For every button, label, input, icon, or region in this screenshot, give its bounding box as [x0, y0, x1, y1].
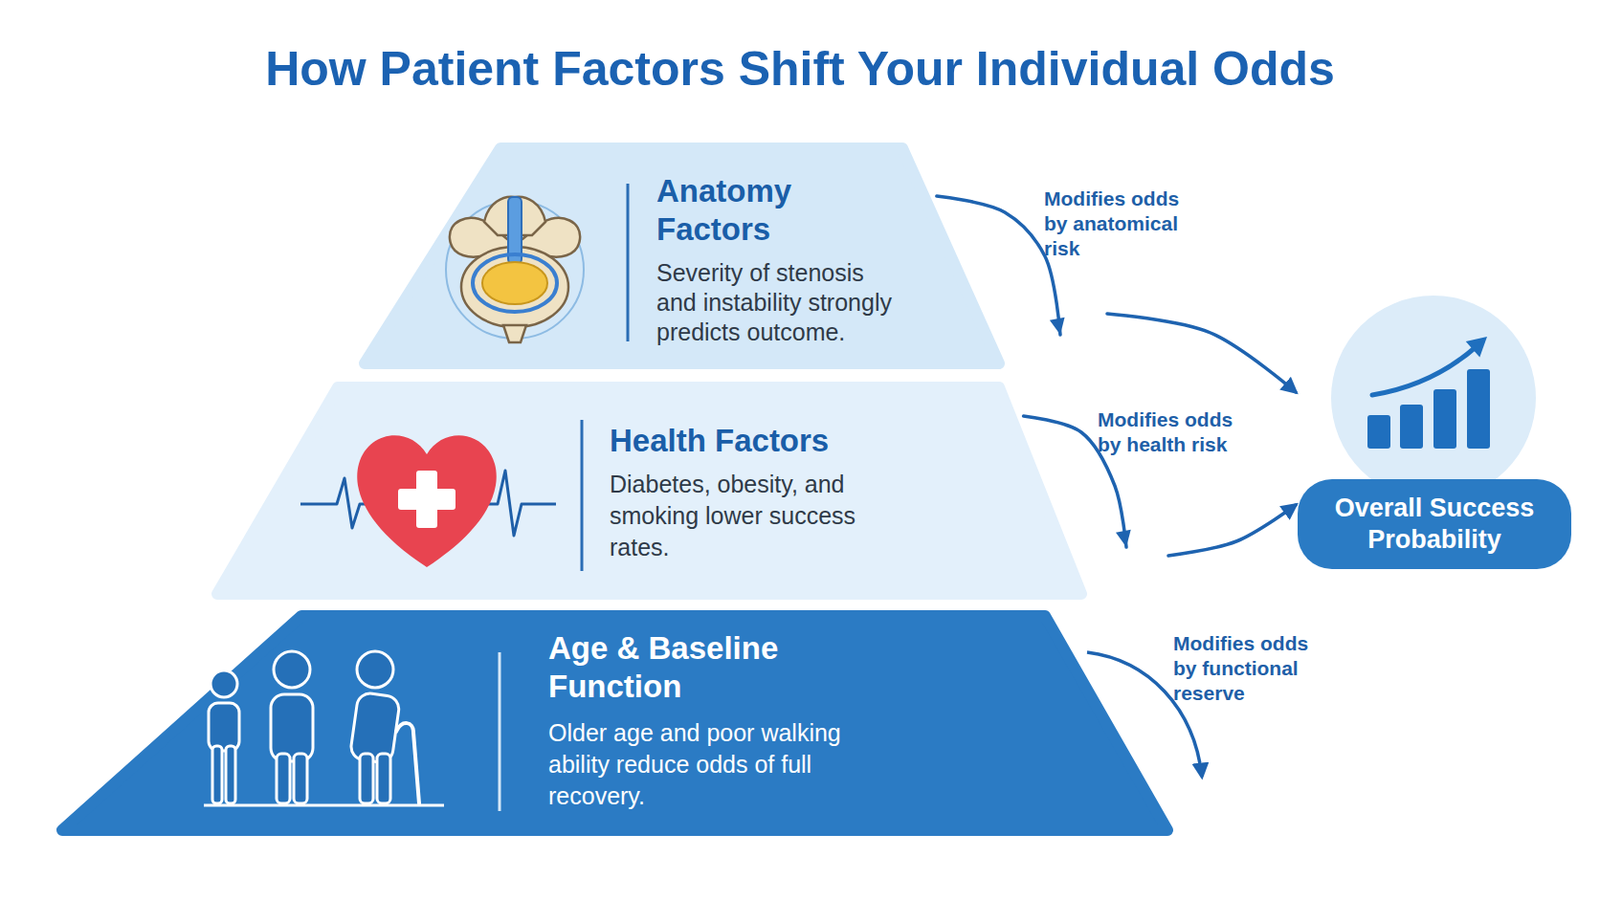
divider-line: [580, 420, 584, 572]
ground-line: [203, 804, 445, 808]
vertebra-arch: [484, 197, 546, 236]
arrow-head: [1049, 317, 1066, 335]
medical-cross: [398, 488, 456, 511]
trapezoid-band: [364, 148, 1000, 364]
vertebra-body: [461, 246, 569, 328]
edge-label: Modifies odds by anatomical risk: [1044, 186, 1196, 262]
outcome-label: Overall Success Probability: [1297, 492, 1572, 556]
arrow-head: [1115, 530, 1132, 548]
outcome-pill: [1297, 479, 1572, 570]
diagram-title: How Patient Factors Shift Your Individua…: [0, 38, 1600, 100]
divider-line: [498, 652, 502, 812]
chart-bar: [1400, 404, 1423, 449]
flow-arrow: [1087, 652, 1202, 778]
annotation-label: Modifies odds by functional reserve: [1173, 631, 1325, 707]
tier-description: Severity of stenosis and instability str…: [656, 258, 901, 348]
person-leg: [225, 746, 236, 804]
pyramid-tier: Age & Baseline FunctionOlder age and poo…: [56, 610, 1174, 837]
person-leg: [377, 754, 391, 804]
person-head: [273, 651, 311, 689]
person-body: [349, 691, 400, 764]
flow-arrow: [936, 196, 1296, 393]
spinal-disc: [482, 262, 548, 305]
vertebra-process: [449, 218, 580, 258]
ecg-line: [486, 470, 556, 536]
pyramid-tier: Anatomy FactorsSeverity of stenosis and …: [358, 142, 1005, 370]
spinal-cord: [508, 197, 522, 265]
tier-description: Diabetes, obesity, and smoking lower suc…: [609, 468, 897, 564]
chart-bar: [1433, 389, 1457, 449]
outcome-badge: Overall Success Probability: [1297, 295, 1572, 570]
trend-arrow-head: [1466, 336, 1488, 357]
medical-cross: [416, 470, 438, 529]
trapezoid-band: [62, 616, 1168, 831]
trend-arrow: [1372, 347, 1476, 396]
trapezoid-band: [217, 387, 1082, 595]
divider-line: [626, 183, 630, 342]
person-head: [210, 670, 238, 698]
person-leg: [276, 754, 290, 804]
person-leg: [293, 754, 308, 804]
tier-description: Older age and poor walking ability reduc…: [548, 717, 889, 813]
tier-heading: Age & Baseline Function: [548, 629, 826, 707]
flow-arrow: [1023, 416, 1296, 556]
icon-ring: [445, 200, 584, 339]
person-body: [270, 694, 313, 762]
person-head: [356, 651, 394, 689]
heart-symbol: [356, 435, 497, 568]
icon-circle: [1331, 295, 1536, 501]
person-body: [208, 703, 240, 752]
walking-cane: [396, 723, 420, 804]
spinous-process: [503, 325, 527, 343]
tier-heading: Anatomy Factors: [656, 172, 848, 249]
ecg-line: [300, 478, 368, 529]
tier-heading: Health Factors: [609, 422, 897, 461]
person-leg: [212, 746, 223, 804]
pyramid-tier: Health FactorsDiabetes, obesity, and smo…: [211, 381, 1088, 600]
chart-bar: [1367, 415, 1391, 449]
nerve-ring: [472, 254, 557, 312]
person-leg: [359, 754, 374, 804]
edge-label: Modifies odds by health risk: [1097, 407, 1249, 458]
chart-bar: [1466, 369, 1490, 449]
